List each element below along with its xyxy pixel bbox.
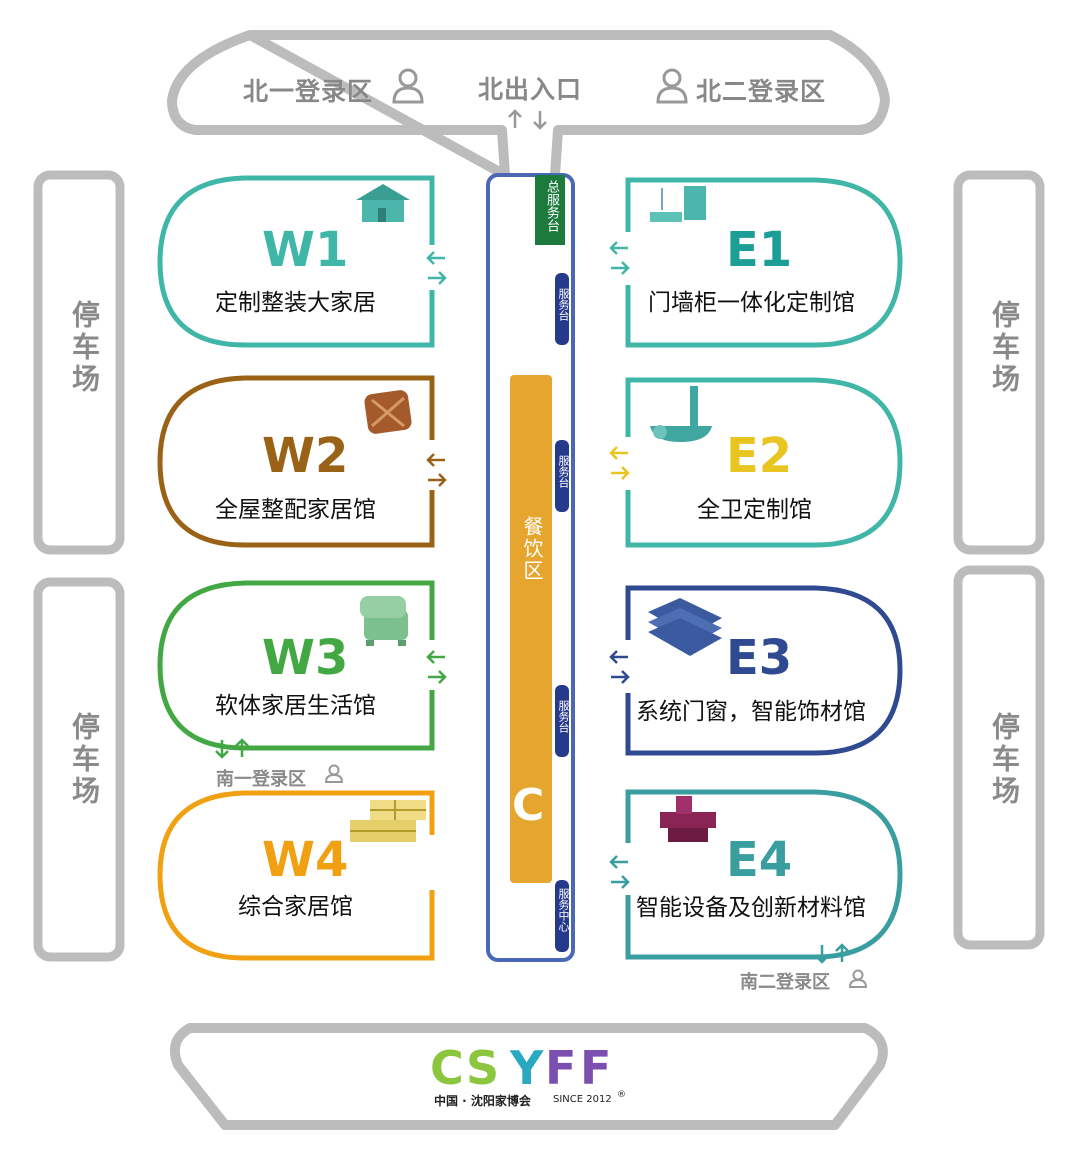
two-way-arrow-icon-south-e — [815, 943, 849, 964]
parking-label-wn: 停车场 — [68, 300, 101, 396]
dining-area-label: 餐饮区 — [520, 516, 544, 582]
main-service-desk-block — [535, 175, 565, 245]
parking-label-en: 停车场 — [988, 300, 1021, 396]
hall-e1-outline — [625, 177, 903, 348]
hall-w2-code: W2 — [262, 428, 349, 484]
hall-e3-outline — [625, 585, 903, 756]
logo-letter-s: S — [466, 1041, 499, 1095]
dining-area-block — [510, 375, 552, 883]
north-band-outline — [167, 30, 890, 180]
two-way-arrow-icon-e3 — [609, 650, 630, 684]
two-way-arrow-icon-e1 — [609, 241, 630, 275]
parking-label-ws: 停车场 — [68, 712, 101, 808]
parking-lot-west-north — [33, 170, 125, 555]
hall-w1-name: 定制整装大家居 — [215, 290, 376, 316]
hall-w3-outline — [157, 580, 435, 751]
armchair-icon — [360, 596, 408, 646]
hall-w3-name: 软体家居生活馆 — [215, 693, 376, 719]
hall-e4-code: E4 — [726, 832, 793, 888]
north-registration-2-label: 北二登录区 — [696, 77, 827, 106]
two-way-arrow-icon-north — [508, 109, 547, 130]
main-service-desk-label: 总服务台 — [544, 180, 559, 232]
service-desk-block-2 — [555, 440, 569, 512]
north-registration-1-label: 北一登录区 — [243, 77, 374, 106]
person-icon-south-1 — [324, 764, 344, 783]
two-way-arrow-icon-south-w — [215, 738, 249, 759]
hall-w4-name: 综合家居馆 — [238, 894, 353, 920]
logo-registered-mark: ® — [617, 1090, 626, 1100]
house-icon — [356, 184, 410, 222]
hall-e3-code: E3 — [726, 630, 793, 686]
logo-letter-c: C — [430, 1041, 464, 1095]
parking-lot-west-south — [33, 577, 125, 962]
wardrobe-icon — [650, 186, 706, 222]
two-way-arrow-icon-w3 — [426, 650, 447, 684]
north-entrance-label: 北出入口 — [478, 75, 583, 104]
logo-letter-y: Y — [509, 1041, 544, 1095]
hall-e1-code: E1 — [726, 222, 793, 278]
bathtub-icon — [650, 386, 712, 442]
south-band-outline — [170, 1023, 888, 1130]
parking-lot-east-south — [953, 565, 1045, 950]
panels-icon — [648, 598, 722, 656]
hall-w1-outline — [157, 175, 435, 348]
logo-letter-f2: F — [580, 1041, 611, 1095]
hall-e2-code: E2 — [726, 428, 793, 484]
parking-lot-east-north — [953, 170, 1045, 555]
hall-e1-name: 门墙柜一体化定制馆 — [648, 290, 855, 316]
pillow-icon — [364, 390, 412, 434]
hall-e3-name: 系统门窗，智能饰材馆 — [636, 699, 866, 725]
hall-w1-code: W1 — [262, 222, 349, 278]
hall-e2-outline — [625, 377, 903, 548]
service-center-block — [555, 880, 569, 952]
service-desk-label-1: 服务台 — [557, 288, 570, 321]
two-way-arrow-icon-w1 — [426, 251, 447, 285]
machine-icon — [660, 796, 716, 842]
csyff-logo: C S Y F F — [430, 1041, 611, 1095]
person-icon-north-1 — [392, 68, 424, 104]
hall-e4-name: 智能设备及创新材料馆 — [636, 895, 866, 921]
cabinet-icon — [350, 800, 426, 842]
service-desk-label-3: 服务台 — [557, 700, 570, 733]
service-desk-block-1 — [555, 273, 569, 345]
south-registration-2-label: 南二登录区 — [740, 972, 830, 993]
logo-since: SINCE 2012 — [553, 1094, 612, 1105]
service-desk-label-2: 服务台 — [557, 455, 570, 488]
person-icon-north-2 — [656, 68, 688, 104]
person-icon-south-2 — [848, 969, 868, 988]
center-code-label: C — [512, 780, 545, 831]
two-way-arrow-icon-e2 — [609, 446, 630, 480]
two-way-arrow-icon-e4 — [609, 855, 630, 889]
hall-w2-outline — [157, 375, 435, 548]
south-registration-1-label: 南一登录区 — [216, 769, 306, 790]
hall-w4-outline — [157, 790, 435, 961]
service-desk-block-3 — [555, 685, 569, 757]
hall-w4-code: W4 — [262, 832, 349, 888]
hall-e4-outline — [625, 789, 903, 960]
service-center-label: 服务中心 — [557, 888, 570, 932]
logo-letter-f1: F — [545, 1041, 576, 1095]
hall-w2-name: 全屋整配家居馆 — [215, 497, 376, 523]
parking-label-es: 停车场 — [988, 712, 1021, 808]
hall-w3-code: W3 — [262, 630, 349, 686]
logo-caption: 中国 · 沈阳家博会 — [434, 1094, 531, 1108]
two-way-arrow-icon-w2 — [426, 453, 447, 487]
hall-e2-name: 全卫定制馆 — [697, 497, 812, 523]
